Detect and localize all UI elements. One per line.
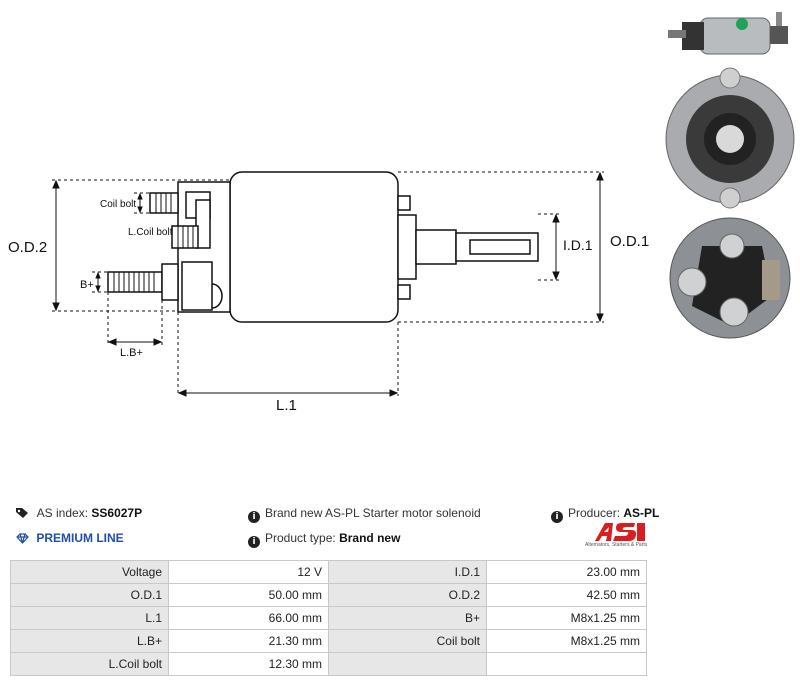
product-photo-side xyxy=(668,12,788,55)
specs-table: Voltage 12 V I.D.1 23.00 mm O.D.1 50.00 … xyxy=(10,560,647,676)
spec-value: 12.30 mm xyxy=(168,652,329,676)
bplus-label: B+ xyxy=(80,279,94,291)
spec-value: 21.30 mm xyxy=(168,629,329,653)
as-pl-logo: Alternators, Starters & Parts xyxy=(585,522,649,554)
l1-label: L.1 xyxy=(276,397,297,414)
od1-label: O.D.1 xyxy=(610,233,649,250)
spec-value: 23.00 mm xyxy=(486,560,647,584)
spec-key: L.Coil bolt xyxy=(10,652,169,676)
spec-key: B+ xyxy=(328,606,487,630)
description: i Brand new AS-PL Starter motor solenoid xyxy=(248,506,481,523)
description-text: Brand new AS-PL Starter motor solenoid xyxy=(265,506,481,520)
spec-key: Voltage xyxy=(10,560,169,584)
spec-value xyxy=(486,652,647,676)
od2-label: O.D.2 xyxy=(8,239,47,256)
lb-label: L.B+ xyxy=(120,347,143,359)
product-type-label: Product type: xyxy=(265,531,336,545)
logo-subtitle: Alternators, Starters & Parts xyxy=(585,542,648,548)
spec-key xyxy=(328,652,487,676)
product-type-value: Brand new xyxy=(339,531,401,545)
logo-mark xyxy=(595,523,645,541)
spec-key: I.D.1 xyxy=(328,560,487,584)
producer: i Producer: AS-PL xyxy=(551,506,659,523)
diamond-icon xyxy=(16,533,29,544)
table-row: Voltage 12 V I.D.1 23.00 mm xyxy=(10,560,647,584)
l-coil-bolt-label: L.Coil bolt xyxy=(128,227,173,238)
spec-value: M8x1.25 mm xyxy=(486,606,647,630)
spec-key: L.1 xyxy=(10,606,169,630)
spec-key: L.B+ xyxy=(10,629,169,653)
spec-value: 42.50 mm xyxy=(486,583,647,607)
premium-line-label: PREMIUM LINE xyxy=(36,531,124,545)
as-index-label: AS index: xyxy=(36,506,89,520)
solenoid-body xyxy=(229,171,399,323)
table-row: L.1 66.00 mm B+ M8x1.25 mm xyxy=(10,606,647,630)
table-row: L.Coil bolt 12.30 mm xyxy=(10,652,647,676)
technical-drawing: O.D.2 O.D.1 I.D.1 L.1 L.B+ B+ Coil bolt … xyxy=(8,171,649,414)
product-photo-rear xyxy=(669,217,791,339)
spec-value: 50.00 mm xyxy=(168,583,329,607)
product-type: i Product type: Brand new xyxy=(248,531,400,548)
spec-value: M8x1.25 mm xyxy=(486,629,647,653)
info-icon: i xyxy=(248,511,260,523)
spec-value: 12 V xyxy=(168,560,329,584)
id1-label: I.D.1 xyxy=(563,237,593,253)
spec-key: Coil bolt xyxy=(328,629,487,653)
producer-value: AS-PL xyxy=(623,506,660,520)
spec-key: O.D.1 xyxy=(10,583,169,607)
table-row: O.D.1 50.00 mm O.D.2 42.50 mm xyxy=(10,583,647,607)
as-index-value: SS6027P xyxy=(91,506,143,520)
tag-icon xyxy=(16,508,28,518)
table-row: L.B+ 21.30 mm Coil bolt M8x1.25 mm xyxy=(10,629,647,653)
as-index: AS index: SS6027P xyxy=(16,506,142,520)
info-icon: i xyxy=(248,536,260,548)
spec-value: 66.00 mm xyxy=(168,606,329,630)
premium-line: PREMIUM LINE xyxy=(16,531,124,545)
producer-label: Producer: xyxy=(568,506,621,520)
info-icon: i xyxy=(551,511,563,523)
spec-key: O.D.2 xyxy=(328,583,487,607)
product-photo-front xyxy=(665,67,795,209)
coil-bolt-label: Coil bolt xyxy=(100,199,136,210)
